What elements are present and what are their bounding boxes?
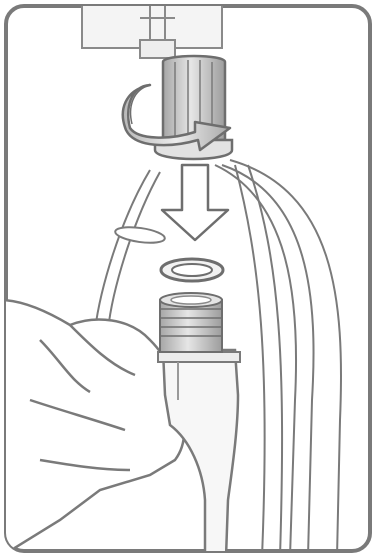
sealing-washer-icon <box>161 259 223 281</box>
threaded-connector <box>160 293 222 352</box>
